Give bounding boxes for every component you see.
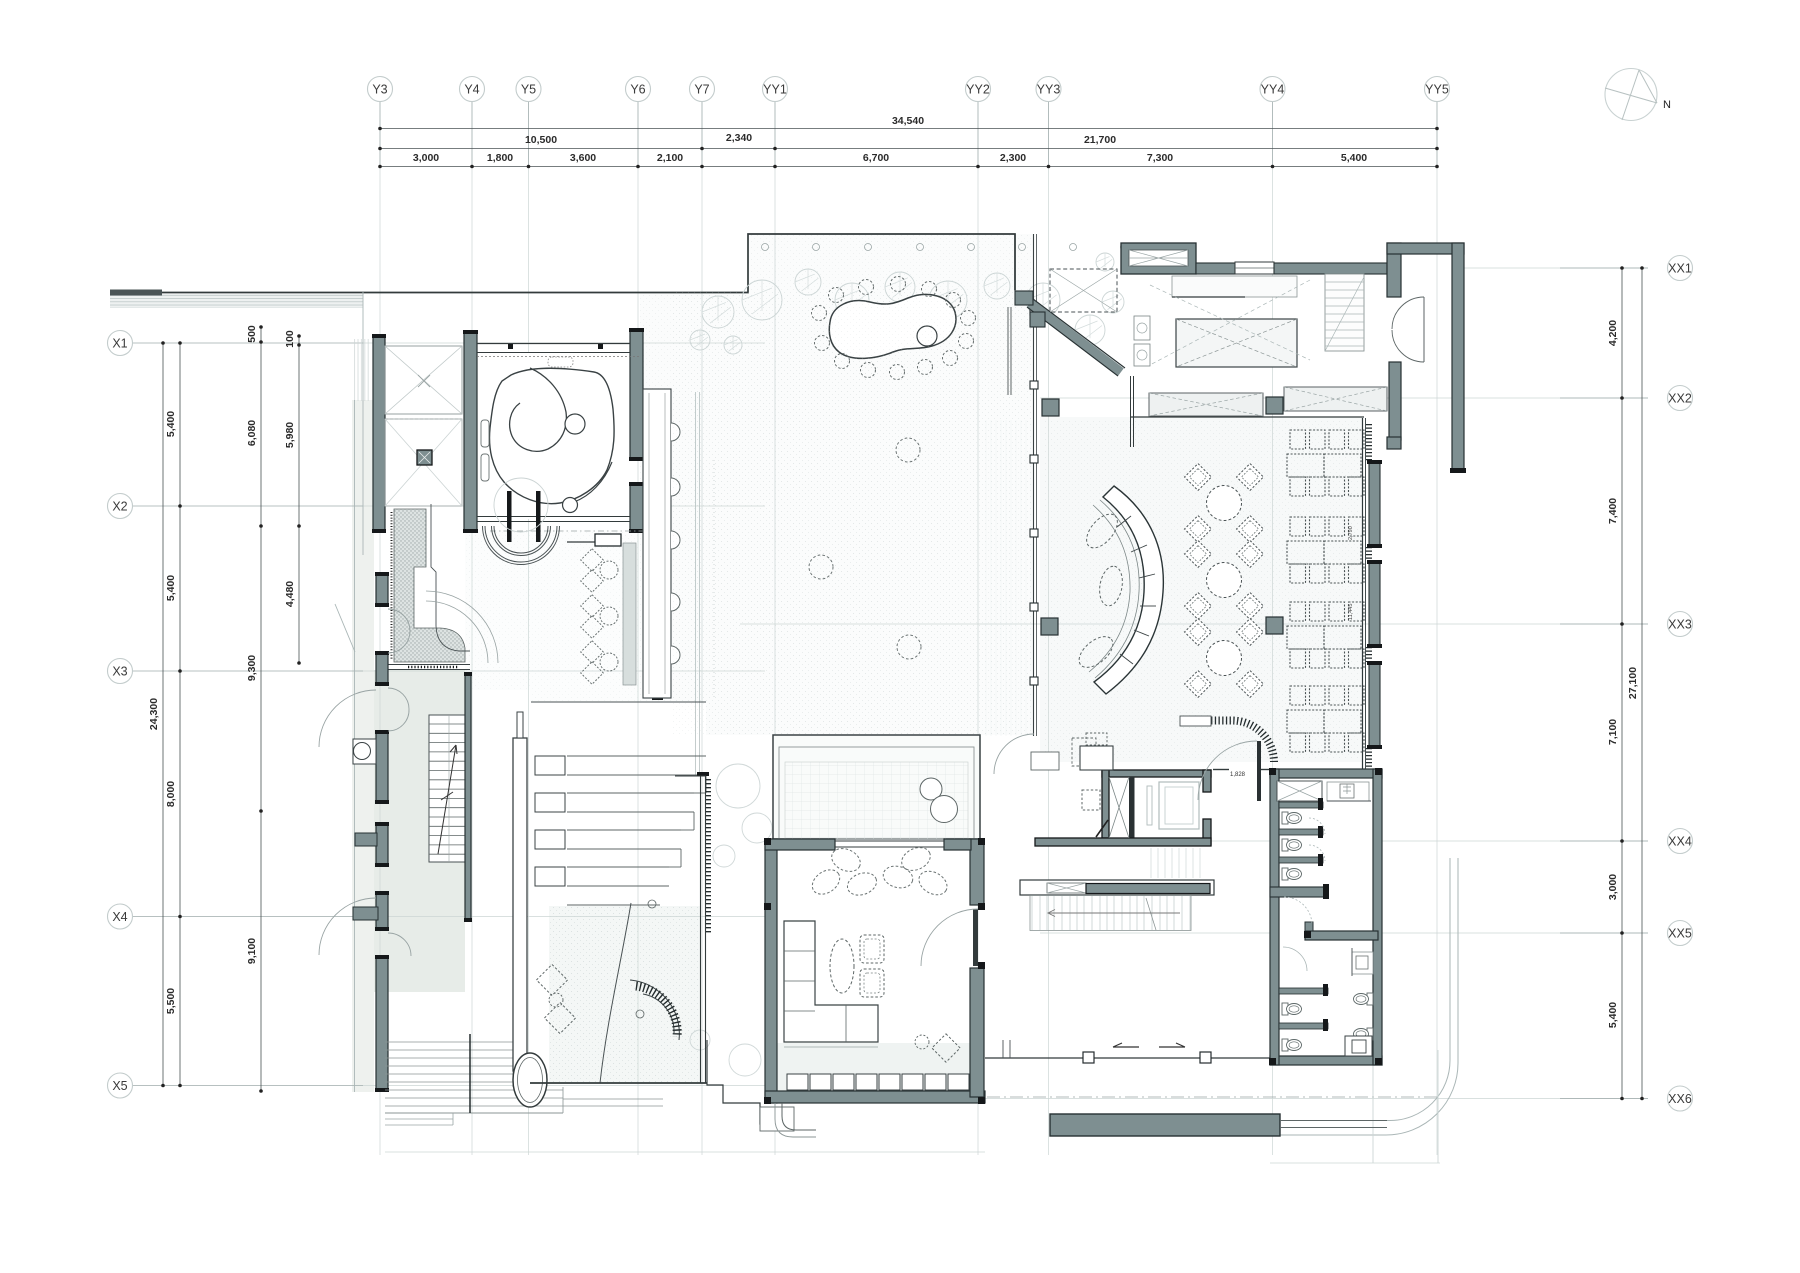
svg-text:5,400: 5,400: [1341, 152, 1367, 164]
svg-text:5,400: 5,400: [165, 575, 177, 601]
svg-text:1,828: 1,828: [1230, 772, 1246, 778]
svg-text:6,080: 6,080: [246, 420, 258, 446]
svg-text:4,200: 4,200: [1607, 320, 1619, 346]
svg-text:Y6: Y6: [630, 83, 645, 97]
svg-text:21,700: 21,700: [1084, 134, 1116, 146]
svg-text:YY5: YY5: [1425, 83, 1449, 97]
svg-text:3,600: 3,600: [570, 152, 596, 164]
svg-text:Y7: Y7: [694, 83, 709, 97]
svg-text:N: N: [1663, 99, 1671, 111]
svg-text:5,500: 5,500: [165, 988, 177, 1014]
svg-text:X5: X5: [112, 1079, 127, 1093]
svg-text:27,100: 27,100: [1627, 667, 1639, 699]
svg-text:X3: X3: [112, 665, 127, 679]
svg-text:Y3: Y3: [372, 83, 387, 97]
svg-text:11,445: 11,445: [1348, 604, 1354, 620]
svg-text:7,100: 7,100: [1607, 719, 1619, 745]
svg-text:2,790: 2,790: [1348, 526, 1354, 540]
svg-text:XX5: XX5: [1668, 927, 1692, 941]
svg-text:5,400: 5,400: [165, 411, 177, 437]
svg-text:5,400: 5,400: [1607, 1002, 1619, 1028]
svg-text:Y5: Y5: [521, 83, 536, 97]
svg-text:2,300: 2,300: [1000, 152, 1026, 164]
svg-text:6,700: 6,700: [863, 152, 889, 164]
svg-text:XX4: XX4: [1668, 835, 1692, 849]
svg-text:YY2: YY2: [966, 83, 990, 97]
svg-text:2,340: 2,340: [726, 132, 752, 144]
svg-text:100: 100: [284, 330, 296, 348]
svg-text:X2: X2: [112, 500, 127, 514]
svg-text:XX3: XX3: [1668, 618, 1692, 632]
svg-text:10,500: 10,500: [525, 134, 557, 146]
svg-text:500: 500: [246, 325, 258, 343]
svg-text:Y4: Y4: [464, 83, 479, 97]
svg-text:7,400: 7,400: [1607, 498, 1619, 524]
svg-text:24,300: 24,300: [148, 698, 160, 730]
svg-text:1,800: 1,800: [487, 152, 513, 164]
svg-text:X4: X4: [112, 910, 127, 924]
svg-text:XX6: XX6: [1668, 1092, 1692, 1106]
svg-text:2,100: 2,100: [657, 152, 683, 164]
svg-text:5,980: 5,980: [284, 422, 296, 448]
svg-text:9,300: 9,300: [246, 655, 258, 681]
svg-text:XX1: XX1: [1668, 262, 1692, 276]
svg-text:4,480: 4,480: [284, 581, 296, 607]
svg-text:3,000: 3,000: [1607, 874, 1619, 900]
svg-text:7,300: 7,300: [1147, 152, 1173, 164]
svg-text:XX2: XX2: [1668, 392, 1692, 406]
svg-text:YY4: YY4: [1261, 83, 1285, 97]
svg-text:3,000: 3,000: [413, 152, 439, 164]
svg-text:YY3: YY3: [1037, 83, 1061, 97]
svg-text:9,100: 9,100: [246, 938, 258, 964]
svg-text:34,540: 34,540: [892, 115, 924, 127]
svg-text:X1: X1: [112, 337, 127, 351]
svg-text:8,000: 8,000: [165, 781, 177, 807]
svg-text:YY1: YY1: [763, 83, 787, 97]
